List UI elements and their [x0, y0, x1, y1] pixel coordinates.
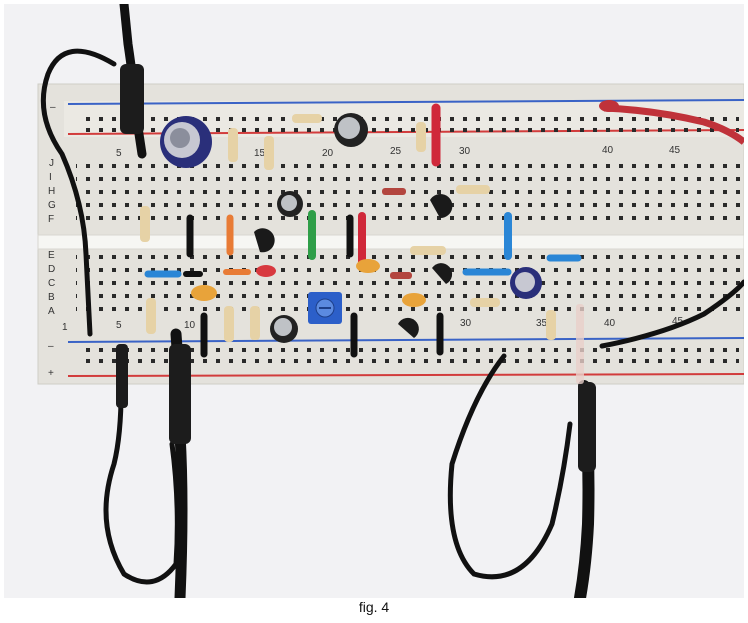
red-capacitor — [256, 265, 276, 277]
heat-shrink-top — [120, 64, 144, 134]
col-10-bottom: 10 — [184, 320, 196, 331]
resistor-5 — [456, 185, 490, 194]
resistor-2 — [264, 136, 274, 170]
trimmer-potentiometer — [308, 292, 342, 324]
resistor-4 — [416, 122, 426, 152]
resistor-10 — [250, 306, 260, 340]
breadboard — [37, 83, 744, 385]
clear-sleeve — [576, 304, 584, 384]
row-d: D — [48, 264, 55, 275]
col-25-top: 25 — [390, 146, 402, 157]
electrolytic-capacitor-mid — [277, 191, 303, 217]
wire-right-exit — [599, 279, 744, 349]
red-lead-tip — [599, 100, 619, 112]
col-5-bottom: 5 — [116, 320, 122, 331]
electrolytic-capacitor-right — [510, 267, 542, 299]
col-15-top: 15 — [254, 148, 266, 159]
col-45-bottom: 45 — [672, 316, 684, 327]
row-j: J — [49, 158, 54, 169]
diode-1 — [382, 188, 406, 195]
resistors — [140, 114, 556, 342]
electrolytic-capacitor-bottom — [270, 315, 298, 343]
row-i: I — [49, 172, 52, 183]
column-numbers: 5 15 20 25 30 40 45 1 5 10 30 35 40 45 — [62, 145, 684, 333]
row-f: F — [48, 214, 54, 225]
resistor-9 — [224, 306, 234, 342]
electrolytic-capacitor-large — [160, 116, 212, 168]
row-c: C — [48, 278, 55, 289]
col-5-top: 5 — [116, 148, 122, 159]
row-a: A — [48, 306, 55, 317]
jumper-wires — [144, 103, 582, 358]
heat-shrink-right — [578, 382, 596, 472]
transistor-1 — [254, 228, 275, 253]
col-30-bottom: 30 — [460, 318, 472, 329]
transistor-4 — [398, 317, 419, 338]
row-g: G — [48, 200, 56, 211]
row-e: E — [48, 250, 55, 261]
rail-minus-bottom: – — [48, 341, 54, 352]
wire-top-left-loop — [40, 48, 117, 337]
rail-minus-top: – — [50, 102, 56, 113]
transistors — [254, 194, 453, 338]
col-40-top: 40 — [602, 145, 614, 156]
col-30-top: 30 — [459, 146, 471, 157]
col-35-bottom: 35 — [536, 318, 548, 329]
resistor-7 — [410, 246, 446, 255]
row-h: H — [48, 186, 55, 197]
heat-shrink-left — [169, 344, 191, 444]
ceramic-capacitor-2 — [356, 259, 380, 273]
resistor-11 — [470, 298, 500, 307]
resistor-6 — [140, 206, 150, 242]
col-40-bottom: 40 — [604, 318, 616, 329]
col-45-top: 45 — [669, 145, 681, 156]
col-20-top: 20 — [322, 148, 334, 159]
col-1-bottom: 1 — [62, 322, 68, 333]
breadboard-photo: 5 15 20 25 30 40 45 1 5 10 30 35 40 45 F… — [4, 4, 744, 598]
heat-shrink-left-thin — [116, 344, 128, 408]
figure-caption: fig. 4 — [358, 599, 390, 615]
wire-bottom-right-loop — [447, 353, 573, 580]
resistor-3 — [292, 114, 322, 123]
transistor-3 — [432, 263, 453, 284]
ceramic-capacitor-3 — [402, 293, 426, 307]
rail-plus-bottom: + — [48, 368, 54, 379]
transistor-2 — [430, 194, 453, 219]
resistor-12 — [546, 310, 556, 340]
resistor-1 — [228, 128, 238, 162]
ceramic-capacitor-1 — [191, 285, 217, 301]
row-letters: F G H I J A B C D E – – + — [48, 102, 56, 379]
row-b: B — [48, 292, 55, 303]
resistor-8 — [146, 298, 156, 334]
electrolytic-capacitor-top — [334, 113, 368, 147]
red-lead-wire — [603, 104, 744, 145]
diode-2 — [390, 272, 412, 279]
